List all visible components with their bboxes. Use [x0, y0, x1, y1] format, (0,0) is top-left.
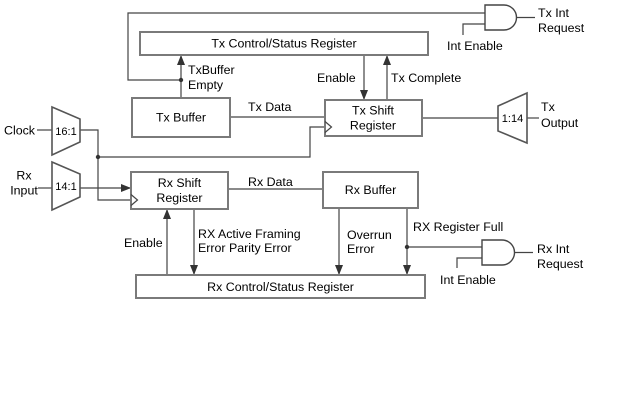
tx-buffer-label: Tx Buffer — [156, 111, 206, 125]
junction-clock — [95, 154, 101, 160]
junction-txbuffer-empty — [178, 77, 184, 83]
tx-data-label: Tx Data — [248, 100, 291, 114]
tx-enable-label: Enable — [317, 71, 356, 85]
rx-int-request-label-line1: Rx Int — [537, 242, 570, 256]
rx-shift-label-line2: Register — [156, 191, 202, 205]
tx-interrupt-and-gate-icon — [484, 4, 518, 31]
tx-buffer-box — [131, 97, 231, 138]
rx-register-full-label: RX Register Full — [413, 220, 503, 234]
junction-rx-register-full — [404, 244, 410, 250]
wires — [37, 12, 539, 277]
tx-output-label-line1: Tx — [541, 100, 556, 114]
tx-csr-label: Tx Control/Status Register — [211, 37, 356, 51]
overrun-error-label-line1: Overrun — [347, 228, 392, 242]
blocks — [130, 31, 429, 299]
rx-buffer-box — [322, 171, 419, 209]
wire-clock-branch-tx — [98, 126, 325, 158]
rx-errors-label-line1: RX Active Framing — [198, 227, 301, 241]
rx-enable-label: Enable — [124, 236, 163, 250]
rate-converters — [51, 91, 528, 212]
rx-shift-clock-chevron-icon — [130, 194, 139, 206]
labels: Tx Control/Status Register Tx Buffer Tx … — [4, 6, 585, 294]
rx-buffer-label: Rx Buffer — [345, 183, 396, 197]
tx-output-converter-1-14-shape — [497, 91, 528, 145]
tx-int-enable-label: Int Enable — [447, 39, 503, 53]
clock-divider-16-1-shape — [51, 105, 81, 157]
wire-tx-int-enable — [462, 23, 485, 35]
junction-dots — [95, 77, 410, 250]
rx-control-status-register-box — [135, 274, 426, 299]
tx-control-status-register-box — [139, 31, 429, 56]
rx-interrupt-and-gate-icon — [481, 239, 516, 266]
overrun-error-label-line2: Error — [347, 242, 375, 256]
rx-int-enable-label: Int Enable — [440, 273, 496, 287]
rx-shift-label-line1: Rx Shift — [158, 176, 202, 190]
txbuffer-empty-label-line1: TxBuffer — [188, 63, 235, 77]
clock-divider-ratio: 16:1 — [55, 126, 76, 138]
tx-shift-clock-chevron-icon — [324, 121, 333, 133]
rx-int-request-label-line2: Request — [537, 257, 584, 271]
tx-int-request-label-line1: Tx Int — [538, 6, 570, 20]
wire-rx-int-enable — [456, 257, 482, 268]
tx-output-label-line2: Output — [541, 116, 579, 130]
rx-input-label-line2: Input — [10, 184, 38, 198]
tx-output-converter-ratio: 1:14 — [502, 113, 523, 125]
wire-txbuffer-empty-to-tx-gate — [127, 12, 485, 81]
tx-shift-label-line2: Register — [350, 119, 396, 133]
rx-input-label-line1: Rx — [16, 169, 32, 183]
wire-clock-net — [80, 129, 131, 201]
tx-int-request-label-line2: Request — [538, 21, 585, 35]
rx-data-label: Rx Data — [248, 175, 293, 189]
tx-shift-label-line1: Tx Shift — [352, 104, 395, 118]
rx-errors-label-line2: Error Parity Error — [198, 241, 292, 255]
clock-label: Clock — [4, 124, 36, 138]
rx-divider-ratio: 14:1 — [55, 181, 76, 193]
rx-divider-14-1-shape — [51, 160, 81, 212]
txbuffer-empty-label-line2: Empty — [188, 78, 224, 92]
rx-csr-label: Rx Control/Status Register — [207, 280, 354, 294]
clock-input-chevrons — [130, 121, 333, 206]
tx-complete-label: Tx Complete — [391, 71, 461, 85]
rx-shift-register-box — [130, 171, 229, 210]
and-gates — [481, 4, 518, 266]
tx-shift-register-box — [324, 99, 423, 137]
